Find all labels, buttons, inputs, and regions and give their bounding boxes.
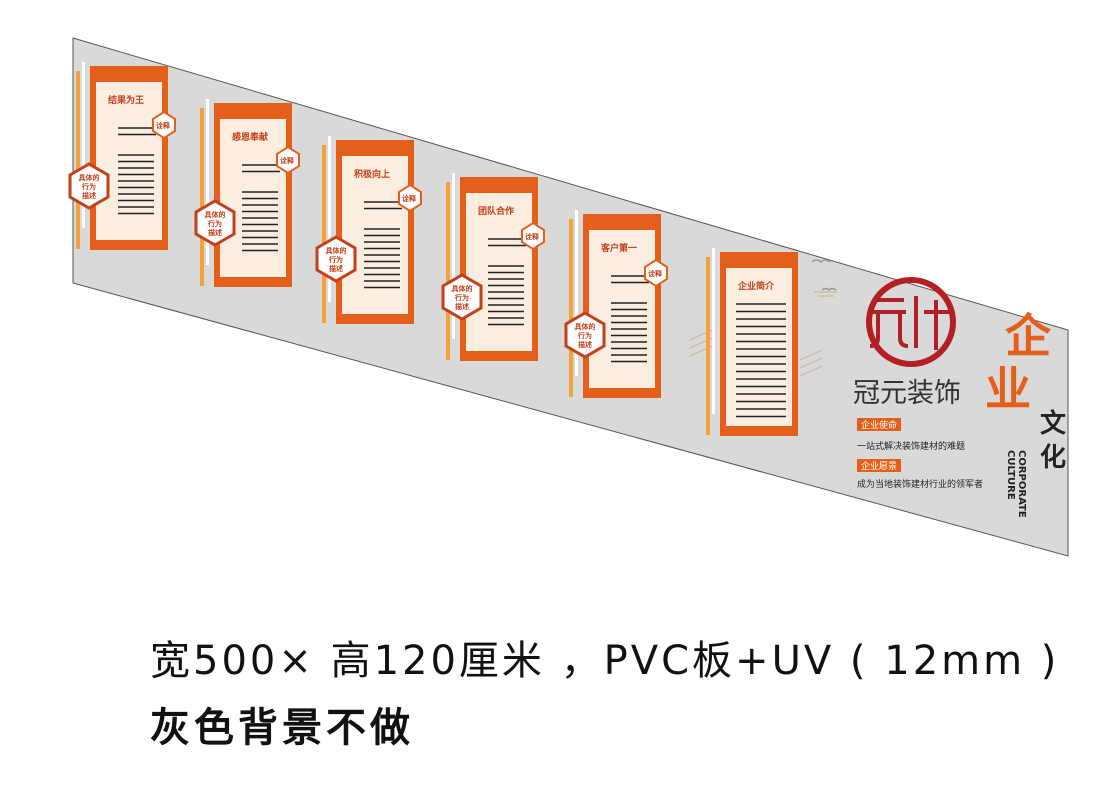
behavior-label: 描述 <box>329 264 343 273</box>
behavior-label: 描述 <box>578 340 592 349</box>
panel-title: 结果为王 <box>108 94 144 106</box>
brand-logo <box>866 277 956 367</box>
side-strip <box>82 62 85 228</box>
behavior-label: 描述 <box>208 228 222 237</box>
behavior-label: 描述 <box>455 302 469 311</box>
behavior-label: 具体的 <box>204 210 226 219</box>
behavior-label: 行为 <box>577 331 592 340</box>
side-strip <box>322 145 326 323</box>
behavior-label: 具体的 <box>78 173 100 182</box>
side-strip <box>328 136 331 302</box>
mission-label: 企业使命 <box>861 419 897 431</box>
side-strip <box>706 257 710 435</box>
vision-text: 成为当地装饰建材行业的领军者 <box>857 478 983 490</box>
note-label: 诠释 <box>525 232 540 241</box>
note-hex <box>644 258 668 288</box>
note-hex <box>398 183 422 213</box>
note-label: 诠释 <box>156 121 171 130</box>
vision-badge <box>857 459 901 472</box>
side-strip <box>206 99 209 265</box>
headline-en-1: CULTURE <box>1005 450 1016 500</box>
side-strip <box>200 108 204 286</box>
behavior-label: 行为 <box>454 293 469 302</box>
panel-title: 客户第一 <box>600 242 637 254</box>
mission-text: 一站式解决装饰建材的难题 <box>857 440 965 452</box>
side-strip <box>712 248 715 414</box>
behavior-label: 描述 <box>82 191 96 200</box>
behavior-label: 行为 <box>207 219 222 228</box>
boat-icon <box>814 291 838 297</box>
side-strip <box>452 173 455 339</box>
panel-title: 企业简介 <box>737 280 775 292</box>
side-strip <box>76 71 80 249</box>
headline-char-4: 化 <box>1040 443 1066 473</box>
panel-title: 团队合作 <box>478 205 514 217</box>
note-label: 诠释 <box>648 269 663 278</box>
vision-label: 企业愿景 <box>861 460 897 472</box>
behavior-label: 行为 <box>81 182 96 191</box>
behavior-label: 具体的 <box>325 246 347 255</box>
note-caption: 灰色背景不做 <box>150 705 414 751</box>
panel-title: 积极向上 <box>354 168 390 180</box>
side-strip <box>446 182 450 360</box>
side-strip <box>569 219 573 397</box>
behavior-label: 具体的 <box>451 284 473 293</box>
panel-inner <box>726 268 792 426</box>
behavior-hex <box>194 199 236 247</box>
side-strip <box>575 210 578 376</box>
headline-char-1: 企 <box>1005 309 1052 363</box>
note-label: 诠释 <box>402 194 417 203</box>
behavior-hex <box>564 311 606 359</box>
bird-icons <box>811 259 837 292</box>
headline-en-2: CORPORATE <box>1016 450 1027 518</box>
note-hex <box>276 145 300 175</box>
headline-char-3: 文 <box>1040 408 1067 439</box>
behavior-hex <box>68 162 110 210</box>
behavior-label: 具体的 <box>574 322 596 331</box>
behavior-hex <box>315 235 357 283</box>
headline-char-2: 业 <box>985 362 1031 416</box>
mission-badge <box>857 418 901 431</box>
brand-name: 冠元装饰 <box>853 378 961 409</box>
panel-title: 感恩奉献 <box>232 131 268 143</box>
behavior-label: 行为 <box>328 255 343 264</box>
behavior-hex <box>441 273 483 321</box>
note-hex <box>152 110 176 140</box>
culture-panel: 企业简介 <box>706 248 798 436</box>
note-hex <box>521 221 545 251</box>
spec-caption: 宽500× 高120厘米 ，PVC板+UV ( 12mm ) <box>150 638 1060 684</box>
note-label: 诠释 <box>280 156 295 165</box>
decor-lines <box>689 329 823 377</box>
